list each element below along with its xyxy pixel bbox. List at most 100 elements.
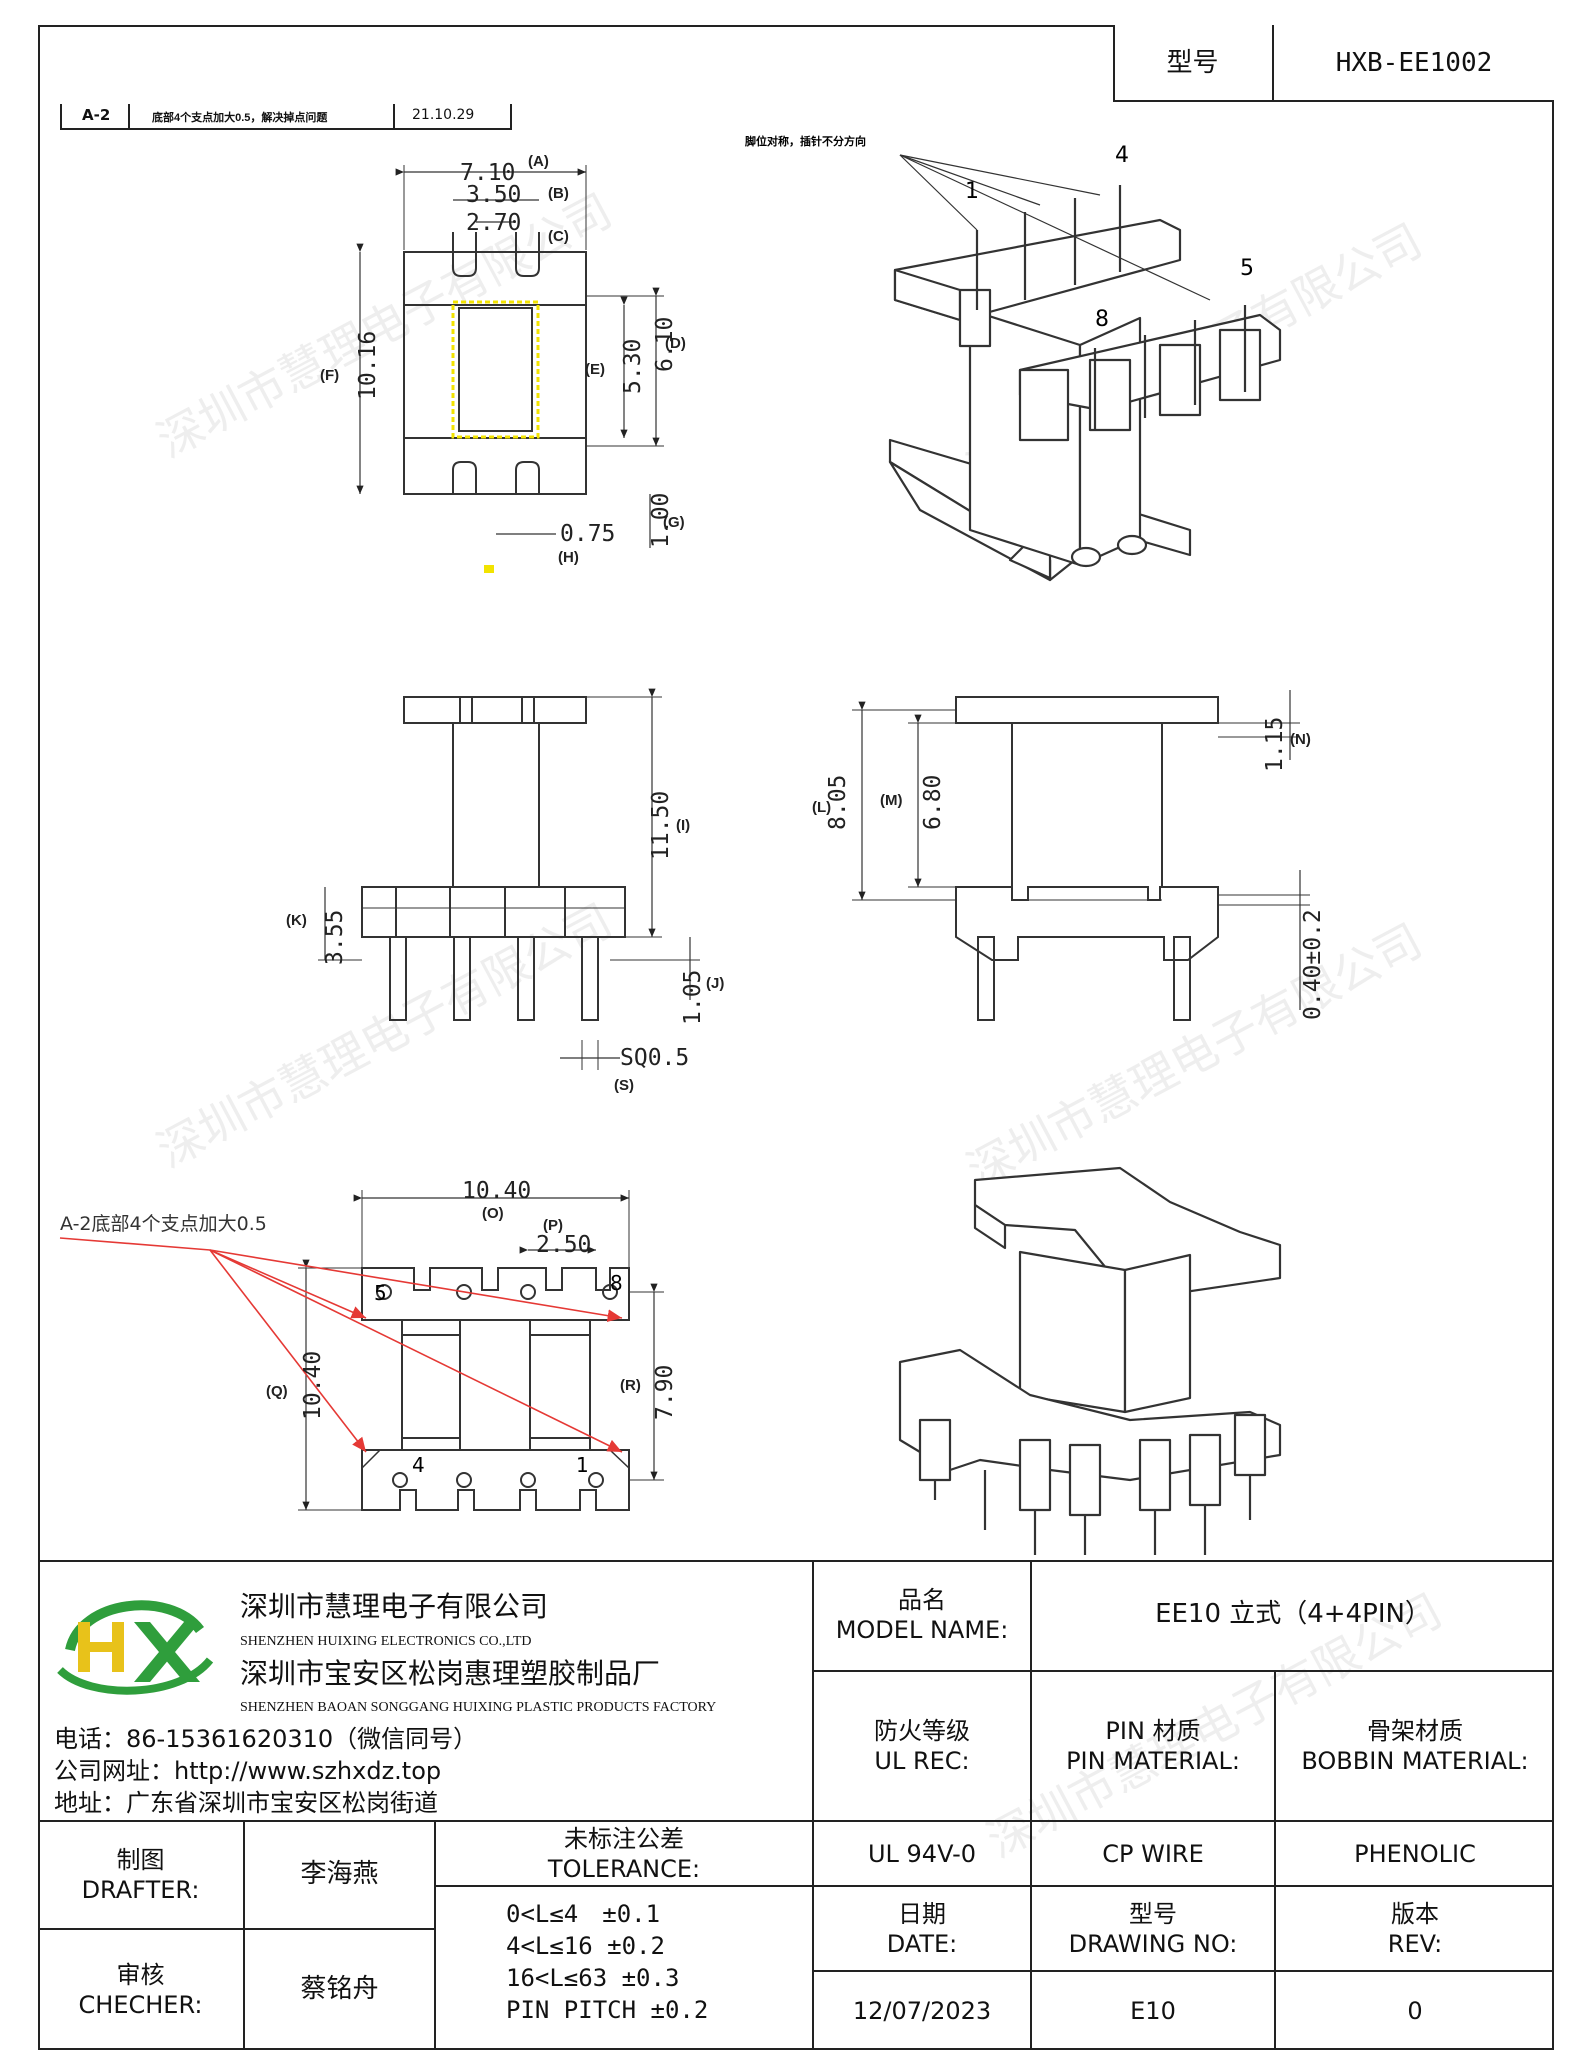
dim-f-value: 10.16 [355, 331, 381, 400]
drawing-frame [38, 25, 1554, 2050]
dim-e-value: 5.30 [620, 339, 646, 394]
dim-h-value: 0.75 [560, 521, 615, 547]
rev-value: 0 [1407, 1997, 1423, 2025]
base-note: A-2底部4个支点加大0.5 [60, 1213, 267, 1235]
date-value: 12/07/2023 [852, 1997, 992, 2025]
dim-pin-offset-value: 0.40±0.2 [1300, 909, 1326, 1020]
factory-name-cn: 深圳市宝安区松岗惠理塑胶制品厂 [240, 1657, 661, 1690]
dim-i-value: 11.50 [648, 791, 674, 860]
pin-number-8: 8 [1095, 307, 1109, 332]
dim-e-letter: (E) [585, 361, 605, 378]
pin-material-value: CP WIRE [1102, 1839, 1204, 1868]
pin-leader-lines [899, 154, 1211, 301]
bottom-pin-5: 5 [374, 1281, 387, 1305]
bottom-view [298, 1190, 664, 1511]
technical-drawing: 7.10 (A) 3.50 (B) 2.70 (C) 6.10 (D) 5.30… [59, 134, 1326, 1555]
dim-c-letter: (C) [548, 228, 569, 245]
bottom-pin-4: 4 [412, 1453, 425, 1477]
top-view [356, 165, 664, 548]
dim-b-letter: (B) [548, 185, 569, 202]
ul-rating-value: UL 94V-0 [867, 1839, 977, 1868]
dim-d-letter: (D) [665, 335, 686, 352]
company-name-en: SHENZHEN HUIXING ELECTRONICS CO.,LTD [240, 1634, 532, 1649]
dim-c-value: 2.70 [466, 210, 521, 236]
model-name-value: EE10 立式（4+4PIN） [1155, 1599, 1431, 1630]
tolerance-row: 16<L≤63 ±0.3 [506, 1964, 680, 1992]
front-view [318, 688, 700, 1070]
dim-a-value: 7.10 [460, 160, 515, 186]
dim-l-letter: (L) [812, 799, 831, 816]
revision-strip: A-2 底部4个支点加大0.5，解决掉点问题 21.10.29 [60, 104, 512, 130]
dim-p-letter: (P) [543, 1217, 563, 1234]
title-block [38, 1560, 1554, 2050]
dim-r-letter: (R) [620, 1377, 641, 1394]
dim-r-value: 7.90 [652, 1365, 678, 1420]
dim-p-value: 2.50 [536, 1232, 591, 1258]
dim-g-letter: (G) [663, 514, 685, 531]
checker-value: 蔡铭舟 [300, 1974, 379, 2005]
isometric-pin-view [888, 185, 1282, 582]
bobbin-material-value: PHENOLIC [1354, 1839, 1476, 1868]
highlight-mark [484, 565, 494, 573]
company-phone: 电话：86-15361620310（微信同号） [54, 1725, 478, 1753]
company-website: 公司网址：http://www.szhxdz.top [54, 1757, 442, 1785]
dim-k-letter: (K) [286, 912, 307, 929]
revision-text: 底部4个支点加大0.5，解决掉点问题 [152, 112, 328, 124]
revision-code: A-2 [82, 106, 111, 124]
dim-a-letter: (A) [528, 153, 549, 170]
tolerance-row: 0<L≤4 ±0.1 [506, 1900, 661, 1928]
drawing-no-value: E10 [1130, 1997, 1176, 2025]
dim-j-letter: (J) [706, 975, 724, 992]
factory-name-en: SHENZHEN BAOAN SONGGANG HUIXING PLASTIC … [240, 1700, 717, 1715]
dim-n-value: 1.15 [1262, 717, 1288, 772]
dim-b-value: 3.50 [466, 182, 521, 208]
company-logo [50, 1590, 220, 1700]
isometric-bobbin-view [898, 1166, 1282, 1555]
type-value: HXB-EE1002 [1335, 47, 1493, 78]
revision-date: 21.10.29 [412, 107, 475, 123]
type-label: 型号 [1166, 47, 1219, 78]
dim-m-value: 6.80 [920, 775, 946, 830]
dim-g-value: 1.00 [648, 493, 674, 548]
base-note-arrows [59, 1237, 623, 1453]
dim-m-letter: (M) [880, 792, 903, 809]
drafter-value: 李海燕 [300, 1859, 379, 1890]
side-view [852, 690, 1310, 1021]
dim-s-letter: (S) [614, 1077, 634, 1094]
pin-number-5: 5 [1240, 256, 1254, 281]
dim-j-value: 1.05 [680, 970, 706, 1025]
dim-s-value: SQ0.5 [620, 1045, 689, 1071]
dim-l-value: 8.05 [825, 775, 851, 830]
pin-number-4: 4 [1115, 143, 1129, 168]
tolerance-row: 4<L≤16 ±0.2 [506, 1932, 665, 1960]
dim-o-letter: (O) [482, 1205, 504, 1222]
dim-q-letter: (Q) [266, 1383, 288, 1400]
dim-n-letter: (N) [1290, 731, 1311, 748]
dim-o-value: 10.40 [462, 1178, 531, 1204]
dim-d-value: 6.10 [652, 317, 678, 372]
dim-f-letter: (F) [320, 367, 339, 384]
type-box-divider [1272, 25, 1274, 102]
dim-i-letter: (I) [676, 817, 690, 834]
pin-number-1: 1 [965, 179, 979, 204]
bottom-pin-8: 8 [610, 1271, 623, 1295]
dim-q-value: 10.40 [300, 1351, 326, 1420]
tolerance-list: 0<L≤4 ±0.1 4<L≤16 ±0.2 16<L≤63 ±0.3 PIN … [506, 1898, 708, 2026]
company-address: 地址：广东省深圳市宝安区松岗街道 [54, 1789, 438, 1817]
dim-h-letter: (H) [558, 549, 579, 566]
type-box [1113, 25, 1554, 102]
pin-note: 脚位对称，插针不分方向 [745, 134, 866, 148]
tolerance-row: PIN PITCH ±0.2 [506, 1996, 709, 2024]
bottom-pin-1: 1 [576, 1453, 589, 1477]
company-name-cn: 深圳市慧理电子有限公司 [240, 1590, 549, 1623]
